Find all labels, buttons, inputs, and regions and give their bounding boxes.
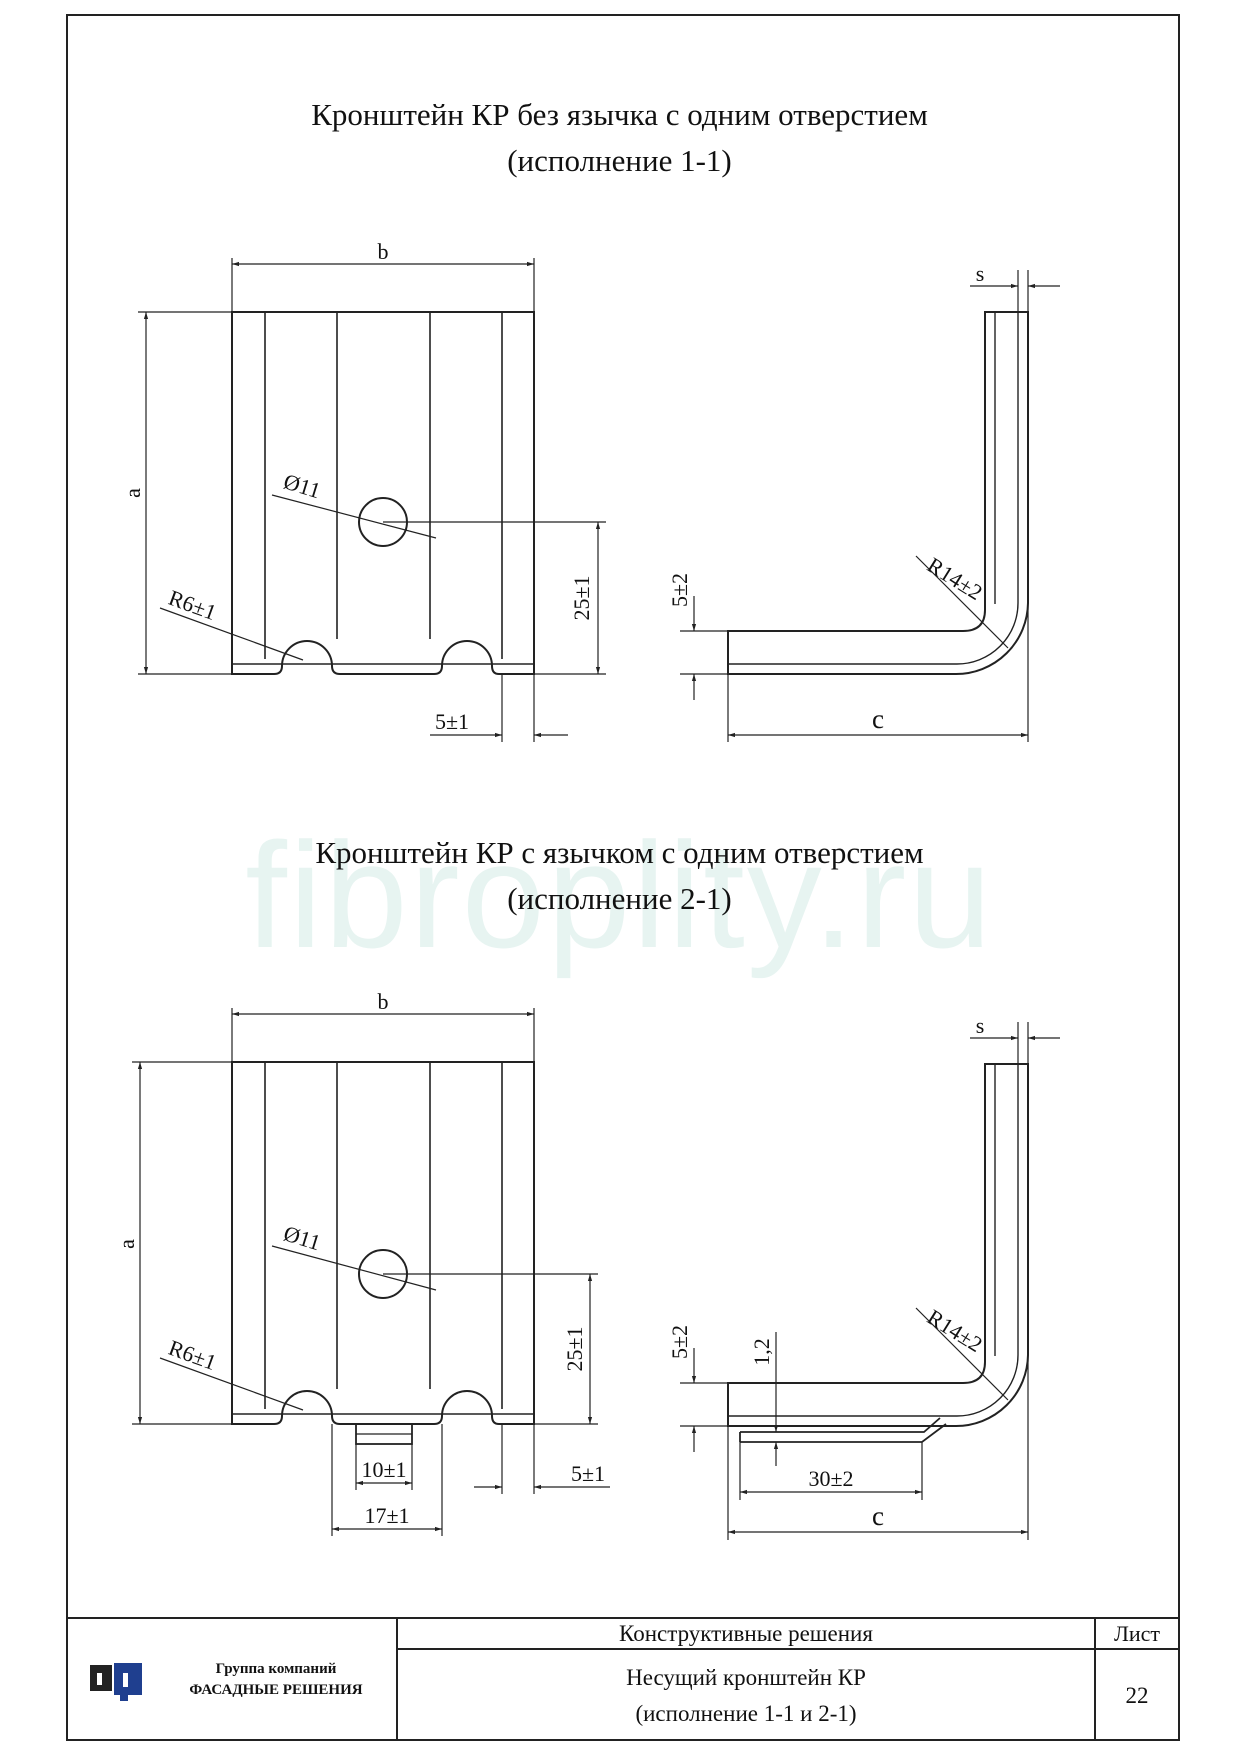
title-1: Кронштейн КР без язычка с одним отверсти…	[0, 92, 1239, 184]
front-view-2	[231, 1061, 535, 1445]
title-2: Кронштейн КР с язычком с одним отверстие…	[0, 830, 1239, 922]
company-name: Группа компаний ФАСАДНЫЕ РЕШЕНИЯ	[156, 1659, 396, 1701]
title-1-line-2: (исполнение 1-1)	[507, 143, 732, 178]
dim-radius-small-1: R6±1	[165, 585, 219, 625]
front-view-1-dims	[138, 258, 606, 742]
dim-s-1: s	[976, 261, 985, 286]
sheet-label: Лист	[1096, 1619, 1178, 1650]
side-view-2-dims	[680, 1022, 1060, 1540]
side-view-1	[727, 311, 1029, 675]
dim-b-2: b	[378, 989, 389, 1014]
drawing-frame	[66, 14, 1180, 1741]
dim-radius-bend-1: R14±2	[923, 552, 987, 605]
company-logo-icon	[90, 1663, 142, 1701]
dim-edge-1: 5±1	[435, 709, 469, 734]
dim-radius-bend-2: R14±2	[923, 1304, 987, 1357]
title-2-line-2: (исполнение 2-1)	[507, 881, 732, 916]
dim-c-2: c	[872, 1501, 884, 1531]
company-line-1: Группа компаний	[215, 1661, 337, 1677]
dim-tongue-outer: 17±1	[364, 1503, 409, 1528]
company-line-2: ФАСАДНЫЕ РЕШЕНИЯ	[189, 1682, 363, 1698]
front-view-2-dims	[132, 1008, 610, 1536]
dim-bend-1: 5±2	[667, 573, 692, 607]
dim-s-2: s	[976, 1013, 985, 1038]
side-view-2-labels: s 5±2 1,2 R14±2 30±2 c	[667, 1013, 987, 1531]
dim-tongue-width: 10±1	[361, 1457, 406, 1482]
dim-a-2: a	[114, 1239, 139, 1249]
front-view-1-labels: b a Ø11 R6±1 25±1 5±1	[120, 239, 594, 734]
dim-tongue-thickness: 1,2	[749, 1338, 774, 1366]
dim-c-1: c	[872, 704, 884, 734]
document-title-line-1: Несущий кронштейн КР	[626, 1665, 866, 1690]
dim-bend-2: 5±2	[667, 1325, 692, 1359]
front-view-1	[231, 311, 535, 675]
dim-radius-small-2: R6±1	[165, 1335, 219, 1375]
dim-tongue-length: 30±2	[808, 1466, 853, 1491]
dim-a-1: a	[120, 488, 145, 498]
document-title: Несущий кронштейн КР (исполнение 1-1 и 2…	[398, 1650, 1096, 1741]
dim-hole-1: Ø11	[281, 468, 324, 503]
title-1-line-1: Кронштейн КР без язычка с одним отверсти…	[311, 97, 928, 132]
sheet-number: 22	[1125, 1683, 1149, 1708]
title-2-line-1: Кронштейн КР с язычком с одним отверстие…	[315, 835, 924, 870]
dim-height-1: 25±1	[569, 575, 594, 620]
dim-b-1: b	[378, 239, 389, 264]
side-view-1-dims	[680, 270, 1060, 742]
section-name: Конструктивные решения	[398, 1619, 1096, 1650]
dim-height-2: 25±1	[562, 1326, 587, 1371]
side-view-1-labels: s 5±2 R14±2 c	[667, 261, 987, 734]
document-title-line-2: (исполнение 1-1 и 2-1)	[635, 1701, 857, 1726]
title-block: Группа компаний ФАСАДНЫЕ РЕШЕНИЯ Констру…	[66, 1617, 1180, 1741]
front-view-2-labels: b a Ø11 R6±1 25±1 10±1 17±1 5±1	[114, 989, 605, 1528]
company-cell: Группа компаний ФАСАДНЫЕ РЕШЕНИЯ	[66, 1619, 398, 1741]
side-view-2	[727, 1063, 1029, 1443]
dim-edge-2: 5±1	[571, 1461, 605, 1486]
